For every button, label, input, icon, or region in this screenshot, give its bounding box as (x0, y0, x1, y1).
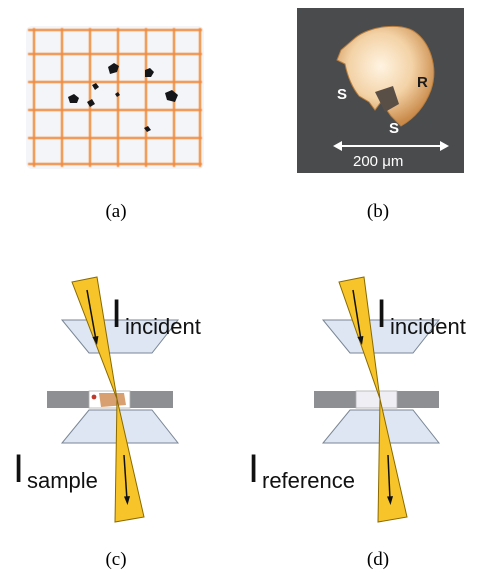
label-s-left: S (337, 86, 347, 103)
label-incident-sub: incident (390, 314, 466, 339)
gasket-right (397, 391, 439, 408)
paper-background (26, 26, 204, 169)
beam-transmitted (377, 398, 408, 523)
beam-arrow-bottom (123, 454, 130, 505)
panel-d: I incident I reference (248, 260, 497, 525)
panel-b: S R S 200 μm (297, 8, 464, 173)
beam-arrow-bottom (387, 454, 393, 505)
sample-chamber (355, 390, 398, 409)
graph-paper-photo (26, 26, 204, 169)
micrograph-photo: S R S 200 μm (297, 8, 464, 173)
anvil-top (321, 319, 441, 354)
gasket-left (314, 391, 356, 408)
caption-d: (d) (366, 549, 390, 570)
caption-a: (a) (105, 201, 127, 222)
orange-grid (28, 28, 202, 167)
label-s-bottom: S (389, 120, 399, 137)
scale-label: 200 μm (353, 153, 403, 170)
beam-transmitted (114, 398, 145, 523)
panel-a (20, 20, 210, 175)
label-reference-main: I (248, 447, 259, 491)
label-incident-sub: incident (125, 314, 201, 339)
sample-grain (99, 393, 126, 407)
caption-c: (c) (105, 549, 127, 570)
chamber-notch (375, 86, 399, 112)
beam-arrow-top (352, 289, 364, 345)
scale-arrow (333, 141, 449, 151)
gasket-left (47, 391, 89, 408)
sample-chamber (336, 25, 435, 127)
label-reference-sub: reference (262, 468, 355, 493)
panel-c: I incident I sample (0, 260, 248, 525)
label-sample-sub: sample (27, 468, 98, 493)
sample-grains (68, 63, 178, 132)
sample-cell-diagram: I incident I sample (13, 276, 201, 523)
gasket-right (130, 391, 173, 408)
label-sample-main: I (13, 447, 24, 491)
beam-arrow-top (86, 289, 99, 345)
label-incident-main: I (111, 292, 122, 336)
label-r: R (417, 74, 428, 91)
reference-cell-diagram: I incident I reference (248, 276, 466, 523)
caption-b: (b) (366, 201, 390, 222)
ruby-marker (91, 394, 97, 400)
label-incident-main: I (376, 292, 387, 336)
